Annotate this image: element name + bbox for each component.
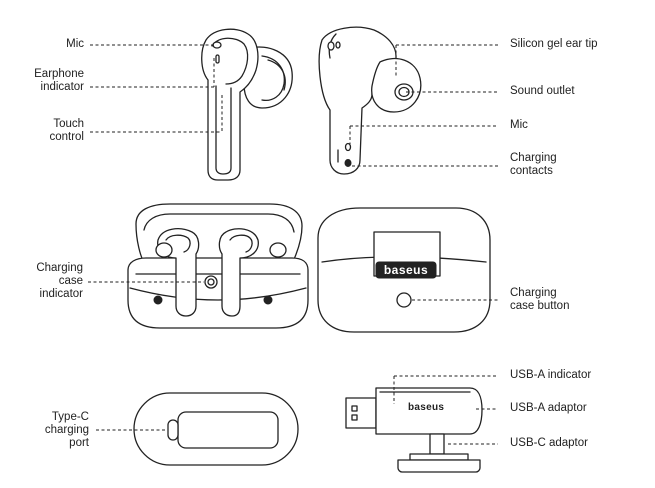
- label-type-c-port-line1: Type-C: [51, 411, 89, 423]
- label-touch-control: Touch control: [49, 118, 84, 144]
- label-touch-control-line1: Touch: [53, 118, 84, 130]
- label-case-indicator: Charging case indicator: [36, 262, 83, 301]
- label-earphone-indicator-line2: indicator: [40, 81, 84, 93]
- label-earphone-indicator: Earphone indicator: [34, 68, 84, 94]
- case-bottom: [133, 392, 299, 466]
- label-type-c-port-line3: port: [69, 437, 89, 449]
- label-case-button-line1: Charging: [510, 287, 557, 299]
- closed-case: [317, 207, 491, 333]
- label-usb-c-adaptor: USB-C adaptor: [510, 437, 588, 449]
- label-sound-outlet: Sound outlet: [510, 85, 575, 97]
- label-silicon-tip: Silicon gel ear tip: [510, 38, 598, 50]
- label-type-c-port-line2: charging: [44, 424, 89, 436]
- label-earphone-indicator-line1: Earphone: [34, 68, 84, 80]
- label-case-button-line2: case button: [510, 300, 570, 312]
- label-charging-contacts: Charging contacts: [510, 152, 557, 178]
- label-charging-contacts-line2: contacts: [510, 165, 553, 177]
- label-usb-a-adaptor: USB-A adaptor: [510, 402, 587, 414]
- label-case-indicator-line3: indicator: [39, 288, 83, 300]
- label-touch-control-line2: control: [49, 131, 84, 143]
- label-case-indicator-line2: case: [58, 275, 83, 287]
- label-mic-left: Mic: [66, 38, 84, 50]
- label-mic-right: Mic: [510, 119, 528, 131]
- usb-adaptor: [345, 387, 483, 473]
- label-case-button: Charging case button: [510, 287, 569, 313]
- label-charging-contacts-line1: Charging: [510, 152, 557, 164]
- open-case: [127, 203, 309, 329]
- case-logo: baseus: [383, 263, 429, 277]
- label-case-indicator-line1: Charging: [36, 262, 83, 274]
- leader-lines: [88, 44, 498, 445]
- adaptor-logo: baseus: [408, 402, 445, 413]
- label-usb-a-indicator: USB-A indicator: [510, 369, 592, 381]
- earbud-front: [201, 28, 293, 181]
- earbud-side: [318, 26, 422, 175]
- label-type-c-port: Type-C charging port: [45, 411, 89, 450]
